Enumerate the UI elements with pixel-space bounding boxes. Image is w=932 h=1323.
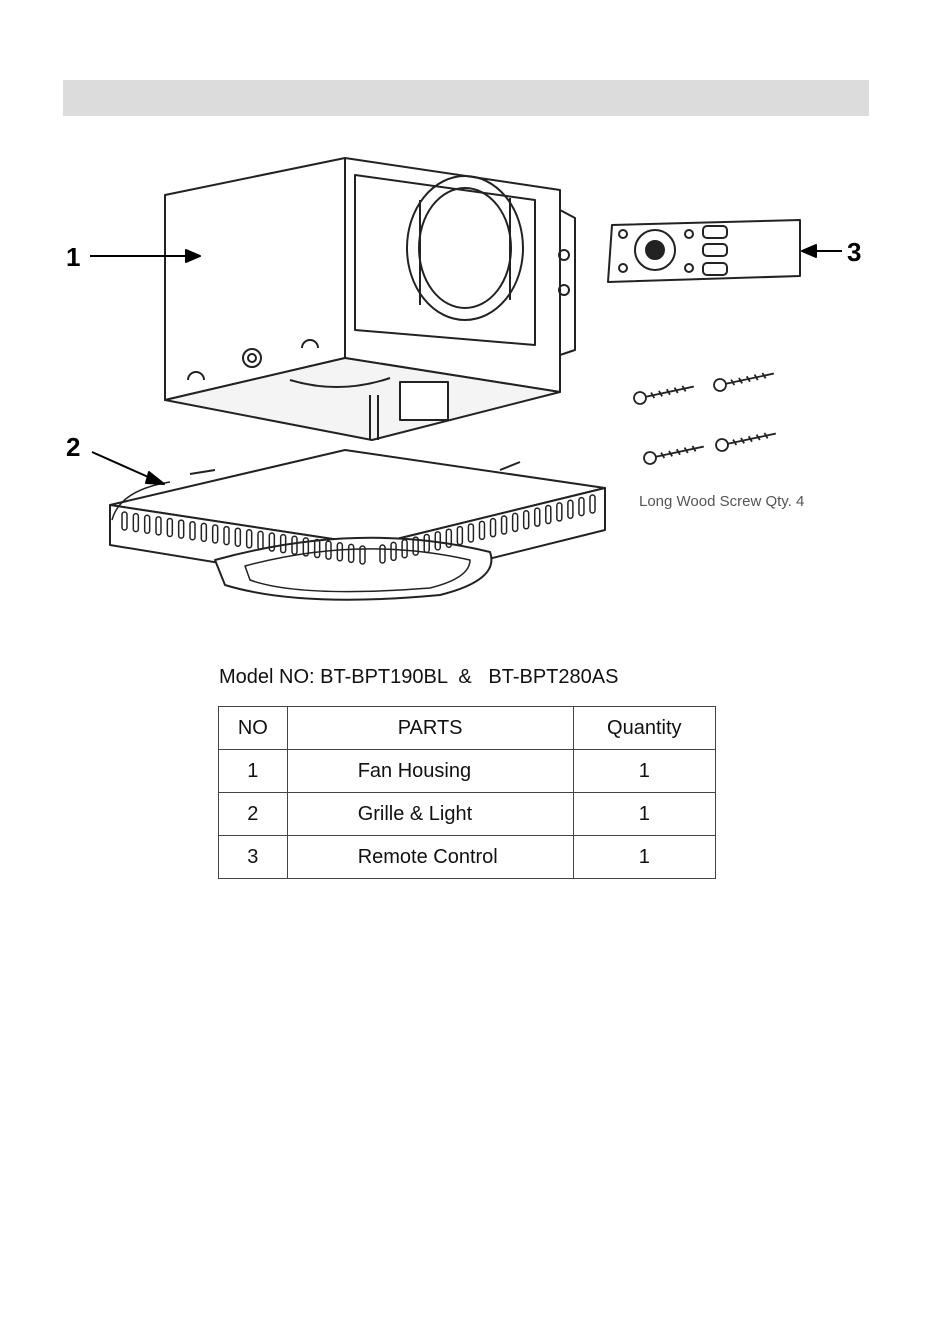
table-row: 2 Grille & Light 1 <box>219 793 716 836</box>
row-qty: 1 <box>573 750 715 793</box>
parts-illustration <box>0 130 932 610</box>
row-no: 2 <box>219 793 288 836</box>
row-part: Fan Housing <box>287 750 573 793</box>
table-row: 3 Remote Control 1 <box>219 836 716 879</box>
fan-housing-drawing <box>165 158 575 440</box>
row-no: 3 <box>219 836 288 879</box>
table-header-row: NO PARTS Quantity <box>219 707 716 750</box>
header-quantity: Quantity <box>573 707 715 750</box>
parts-table: NO PARTS Quantity 1 Fan Housing 1 2 Gril… <box>218 706 716 879</box>
row-part: Grille & Light <box>287 793 573 836</box>
header-no: NO <box>219 707 288 750</box>
grille-light-drawing <box>110 450 605 600</box>
row-qty: 1 <box>573 793 715 836</box>
wood-screws-drawing <box>633 368 777 465</box>
callout-2: 2 <box>66 432 80 463</box>
section-header-bar <box>63 80 869 116</box>
row-part: Remote Control <box>287 836 573 879</box>
header-parts: PARTS <box>287 707 573 750</box>
remote-control-drawing <box>608 220 800 282</box>
table-row: 1 Fan Housing 1 <box>219 750 716 793</box>
screw-caption: Long Wood Screw Qty. 4 <box>639 493 804 510</box>
row-qty: 1 <box>573 836 715 879</box>
row-no: 1 <box>219 750 288 793</box>
callout-3: 3 <box>847 237 861 268</box>
model-number: Model NO: BT-BPT190BL & BT-BPT280AS <box>219 666 618 689</box>
callout-1: 1 <box>66 242 80 273</box>
